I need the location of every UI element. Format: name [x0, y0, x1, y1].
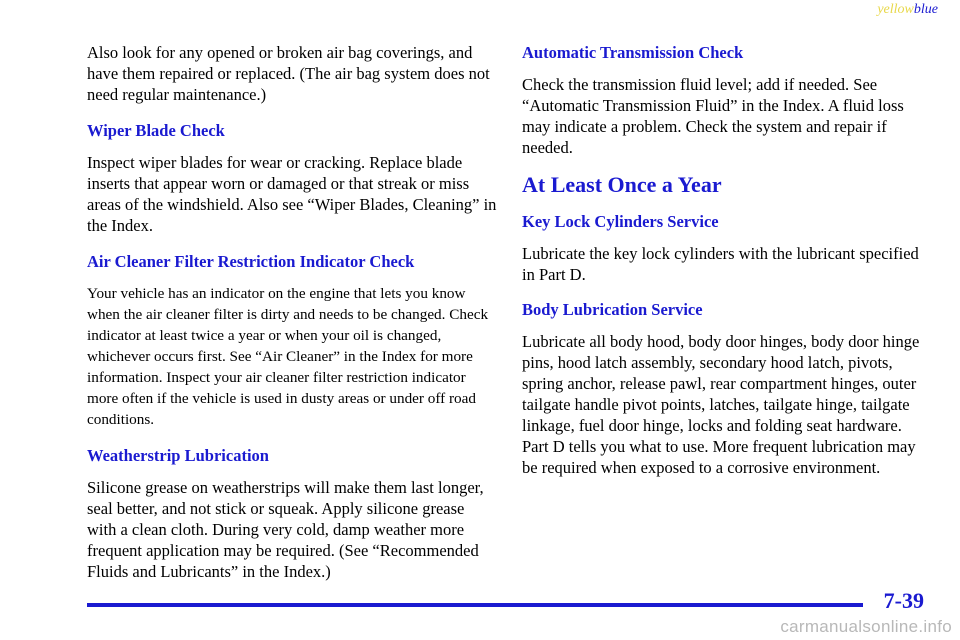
body-lube-paragraph: Lubricate all body hood, body door hinge… — [522, 332, 920, 477]
transmission-paragraph: Check the transmission fluid level; add … — [522, 75, 904, 157]
air-cleaner-paragraph: Your vehicle has an indicator on the eng… — [87, 285, 489, 428]
color-tag-blue: blue — [913, 2, 938, 17]
page-number: 7-39 — [883, 588, 924, 613]
section-title: At Least Once a Year — [522, 172, 722, 197]
wiper-heading: Wiper Blade Check — [87, 121, 225, 140]
left-column: Also look for any opened or broken air b… — [87, 42, 497, 582]
footer-rule — [87, 603, 863, 607]
air-cleaner-heading: Air Cleaner Filter Restriction Indicator… — [87, 252, 415, 271]
transmission-heading: Automatic Transmission Check — [522, 43, 744, 62]
airbag-intro-paragraph: Also look for any opened or broken air b… — [87, 43, 490, 104]
watermark: carmanualsonline.info — [780, 617, 952, 636]
key-lock-paragraph: Lubricate the key lock cylinders with th… — [522, 244, 919, 284]
weatherstrip-heading: Weatherstrip Lubrication — [87, 446, 269, 465]
color-tag: yellowblue — [877, 2, 938, 18]
right-column: Automatic Transmission Check Check the t… — [522, 42, 922, 478]
wiper-paragraph: Inspect wiper blades for wear or crackin… — [87, 153, 497, 235]
body-lube-heading: Body Lubrication Service — [522, 300, 703, 319]
color-tag-yellow: yellow — [877, 2, 914, 17]
weatherstrip-paragraph: Silicone grease on weatherstrips will ma… — [87, 478, 484, 581]
key-lock-heading: Key Lock Cylinders Service — [522, 212, 719, 231]
